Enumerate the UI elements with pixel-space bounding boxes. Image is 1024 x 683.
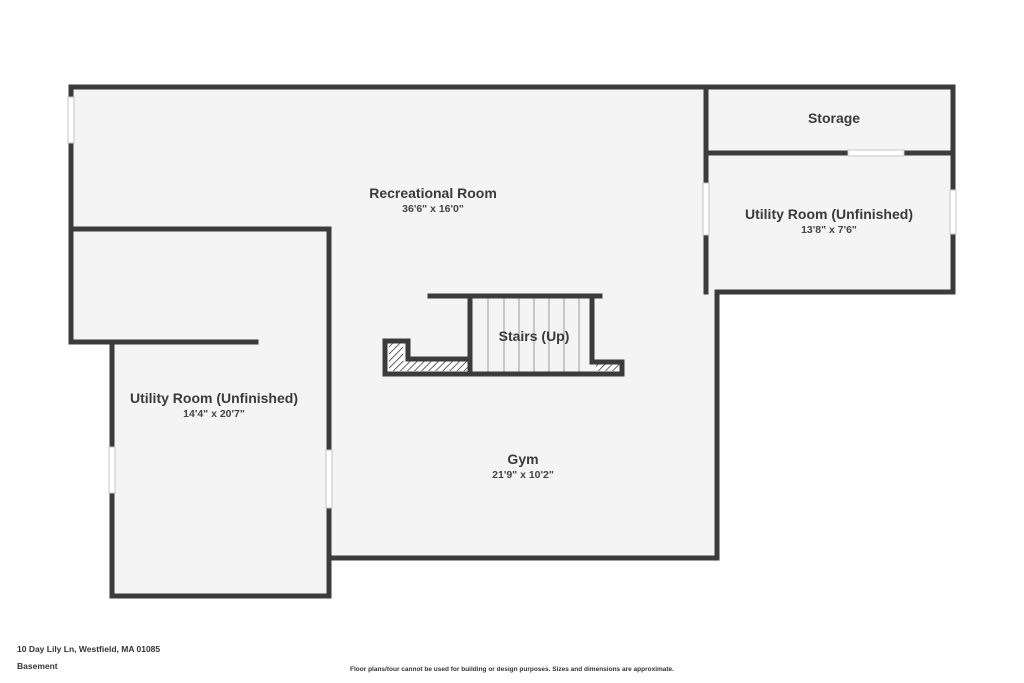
room-label-gym: Gym 21'9" x 10'2" <box>492 451 554 481</box>
room-label-stairs: Stairs (Up) <box>499 328 570 344</box>
floor-name: Basement <box>17 661 58 671</box>
room-label-storage: Storage <box>808 110 860 126</box>
room-label-utility-right: Utility Room (Unfinished) 13'8" x 7'6" <box>745 206 913 236</box>
room-dimensions: 14'4" x 20'7" <box>183 408 245 420</box>
stairs <box>382 293 625 377</box>
disclaimer-text: Floor plans/tour cannot be used for buil… <box>350 666 674 673</box>
room-name: Stairs (Up) <box>498 328 570 344</box>
room-label-utility-left: Utility Room (Unfinished) 14'4" x 20'7" <box>130 390 298 420</box>
room-name: Utility Room (Unfinished) <box>745 206 913 222</box>
room-label-recreational: Recreational Room 36'6" x 16'0" <box>369 185 497 215</box>
openings <box>67 96 957 509</box>
room-dimensions: 13'8" x 7'6" <box>801 224 857 236</box>
room-name: Recreational Room <box>369 185 497 201</box>
room-name: Storage <box>807 110 861 126</box>
floor-fills <box>71 87 953 596</box>
address-text: 10 Day Lily Ln, Westfield, MA 01085 <box>17 644 161 654</box>
room-dimensions: 21'9" x 10'2" <box>492 469 554 481</box>
room-dimensions: 36'6" x 16'0" <box>402 203 464 215</box>
room-name: Utility Room (Unfinished) <box>130 390 298 406</box>
room-name: Gym <box>507 451 539 467</box>
